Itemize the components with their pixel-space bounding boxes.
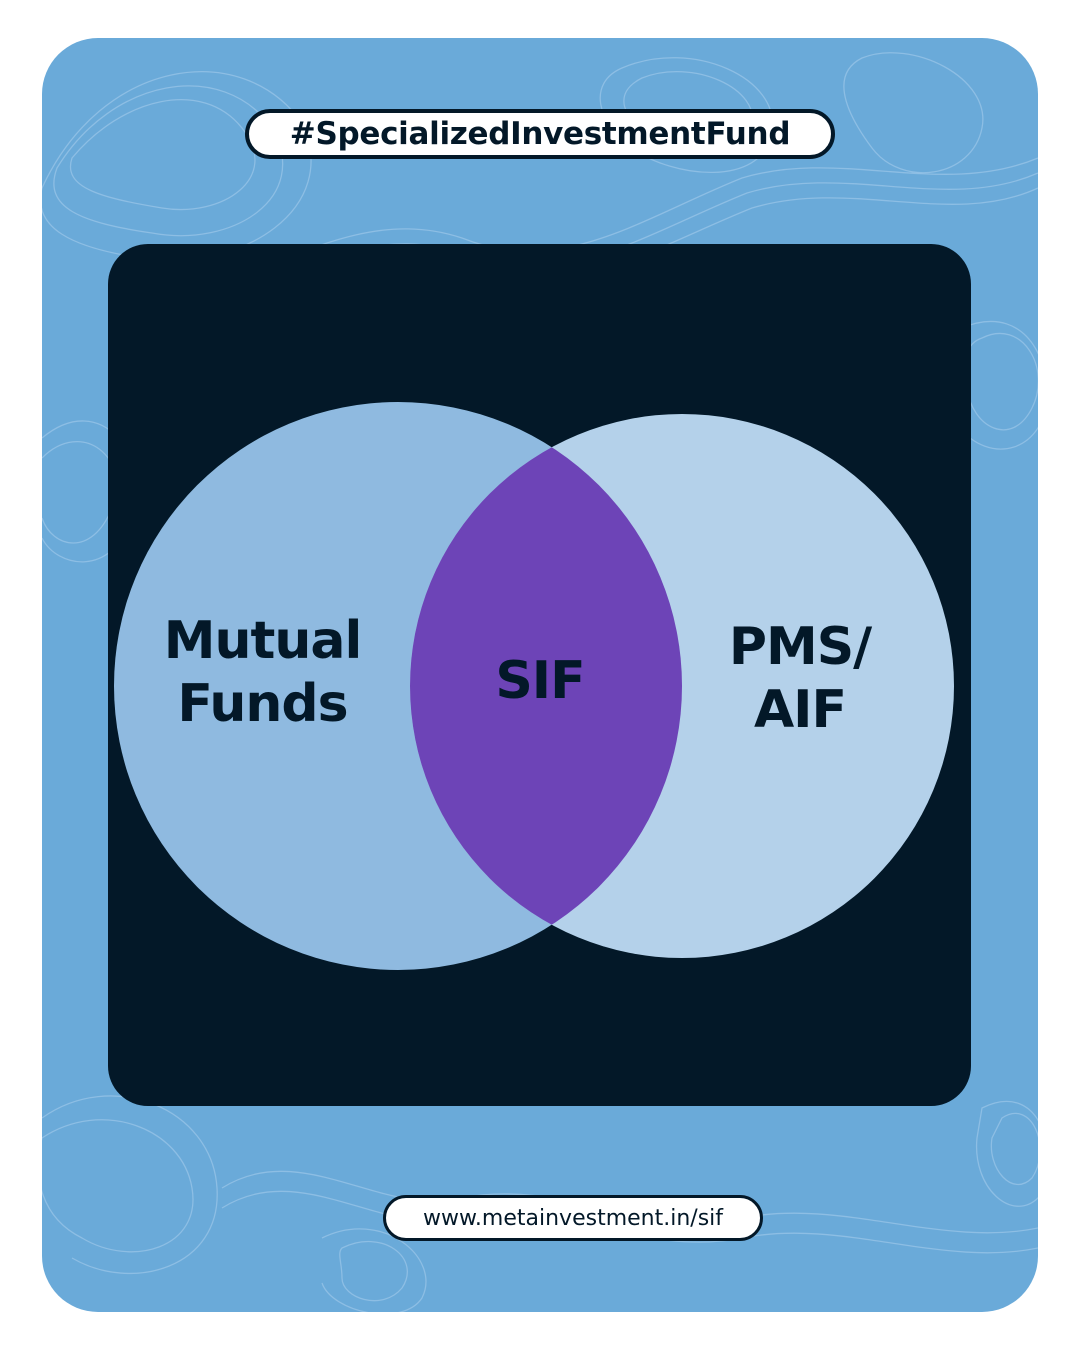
hashtag-badge: #SpecializedInvestmentFund (245, 109, 835, 159)
sif-intersection (410, 414, 682, 958)
mutual-funds-line2: Funds (177, 674, 348, 735)
sif-label: SIF (495, 651, 585, 711)
pms-aif-label: PMS/ AIF (700, 616, 900, 743)
website-url-badge[interactable]: www.metainvestment.in/sif (383, 1195, 763, 1241)
pms-aif-line2: AIF (753, 680, 847, 741)
pms-aif-line1: PMS/ (728, 617, 872, 677)
mutual-funds-label: Mutual Funds (140, 610, 385, 737)
mutual-funds-line1: Mutual (163, 611, 363, 671)
